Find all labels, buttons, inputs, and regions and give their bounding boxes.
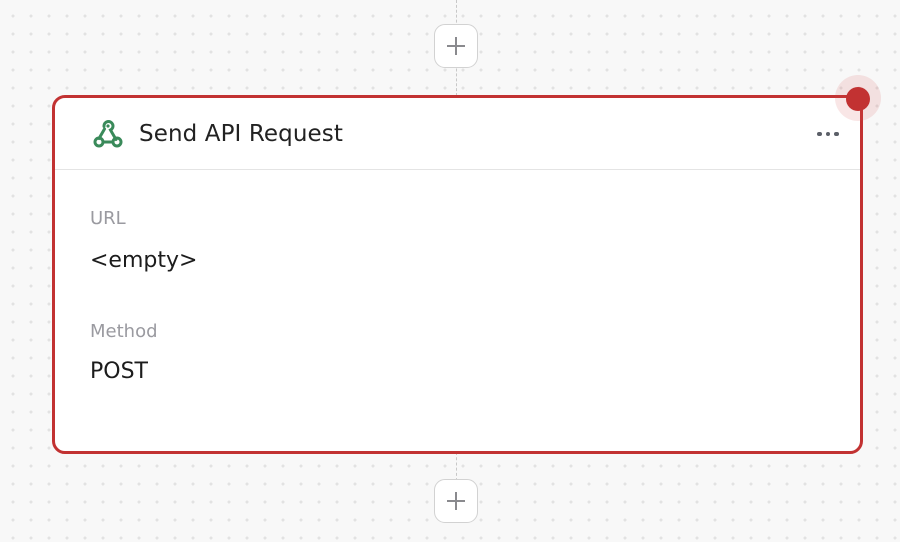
plus-icon bbox=[447, 37, 465, 55]
node-body: URL <empty> Method POST bbox=[55, 170, 860, 385]
url-label: URL bbox=[90, 208, 126, 229]
connector-line-bottom bbox=[456, 452, 457, 502]
add-step-button-bottom[interactable] bbox=[434, 479, 478, 523]
url-value: <empty> bbox=[90, 248, 198, 273]
node-menu-button[interactable] bbox=[814, 124, 842, 144]
add-step-button-top[interactable] bbox=[434, 24, 478, 68]
more-horizontal-icon bbox=[817, 131, 822, 137]
more-horizontal-icon bbox=[825, 131, 831, 137]
error-status-indicator bbox=[846, 87, 870, 111]
method-label: Method bbox=[90, 321, 158, 342]
url-field: URL <empty> bbox=[90, 208, 860, 274]
api-request-node[interactable]: Send API Request URL <empty> Method POST bbox=[52, 95, 863, 454]
plus-icon bbox=[447, 492, 465, 510]
webhook-icon bbox=[91, 117, 125, 151]
method-value: POST bbox=[90, 359, 148, 384]
more-horizontal-icon bbox=[834, 131, 839, 137]
method-field: Method POST bbox=[90, 321, 860, 385]
node-header: Send API Request bbox=[55, 98, 860, 170]
node-title: Send API Request bbox=[139, 120, 343, 147]
